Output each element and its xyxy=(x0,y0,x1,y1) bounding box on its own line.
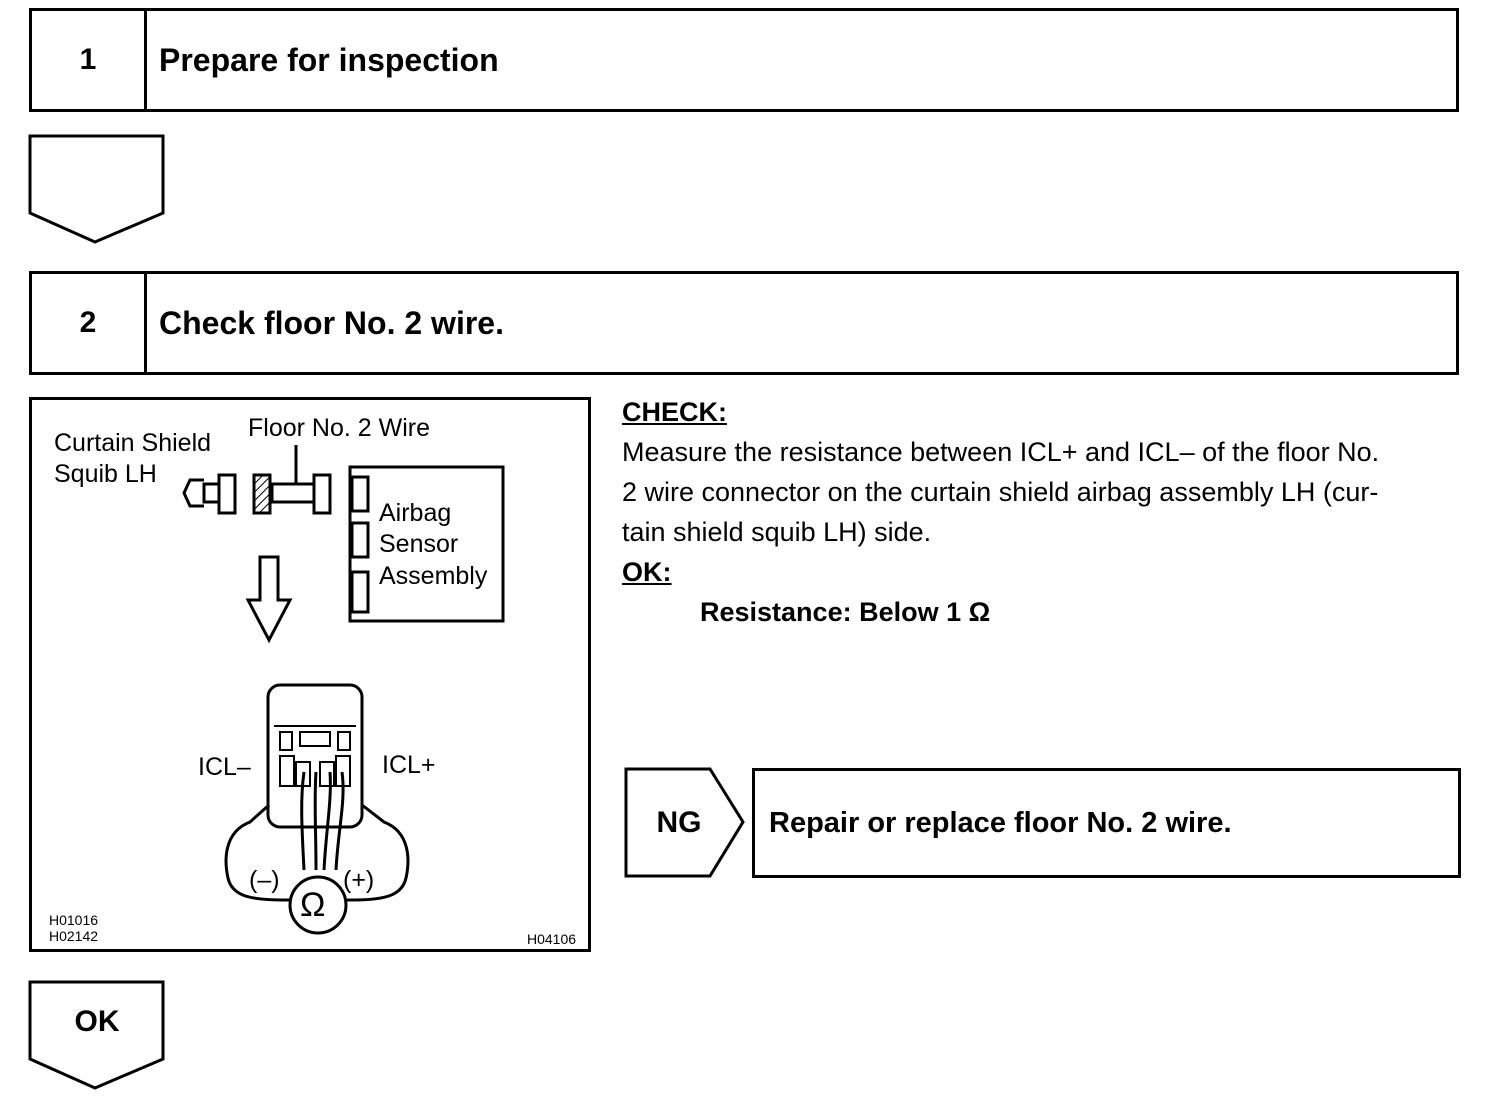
check-body-line-1: Measure the resistance between ICL+ and … xyxy=(622,437,1380,467)
ok-arrow-down-icon xyxy=(28,980,165,1090)
flow-arrow-down-icon xyxy=(28,134,165,244)
curtain-shield-label: Curtain Shield xyxy=(54,429,212,457)
step-2-number: 2 xyxy=(32,274,147,372)
check-body-line-3: tain shield squib LH) side. xyxy=(622,517,932,547)
ok-heading: OK: xyxy=(622,557,672,587)
connector-diagram-icon xyxy=(182,445,505,935)
ng-arrow-right-icon xyxy=(624,767,745,878)
check-body-line-2: 2 wire connector on the curtain shield a… xyxy=(622,477,1379,507)
sensor-label: Sensor xyxy=(379,530,459,558)
squib-lh-label: Squib LH xyxy=(54,460,157,488)
step-2-title: Check floor No. 2 wire. xyxy=(159,304,504,341)
step-1-number: 1 xyxy=(32,11,147,109)
check-section: CHECK: Measure the resistance between IC… xyxy=(622,392,1462,632)
resistance-spec: Resistance: Below 1 Ω xyxy=(700,597,991,627)
figure-code-3: H04106 xyxy=(527,931,577,947)
check-heading: CHECK: xyxy=(622,397,727,427)
ng-action-box: Repair or replace floor No. 2 wire. xyxy=(752,768,1461,878)
probe-plus-label: (+) xyxy=(343,866,375,894)
step-1-title: Prepare for inspection xyxy=(159,41,499,78)
floor-wire-label: Floor No. 2 Wire xyxy=(248,414,430,442)
icl-plus-label: ICL+ xyxy=(382,751,436,779)
ohm-meter-label: Ω xyxy=(300,886,326,924)
ng-label: NG xyxy=(656,806,702,839)
inspection-diagram: Curtain Shield Squib LH Floor No. 2 Wire… xyxy=(29,397,591,952)
icl-minus-label: ICL– xyxy=(198,753,251,781)
step-1-box: 1 Prepare for inspection xyxy=(29,8,1459,112)
ok-label: OK xyxy=(74,1005,120,1038)
figure-code-2: H02142 xyxy=(49,928,99,944)
step-2-box: 2 Check floor No. 2 wire. xyxy=(29,271,1459,375)
figure-code-1: H01016 xyxy=(49,912,99,928)
assembly-label: Assembly xyxy=(379,562,488,590)
probe-minus-label: (–) xyxy=(249,866,280,894)
airbag-label: Airbag xyxy=(379,499,452,527)
